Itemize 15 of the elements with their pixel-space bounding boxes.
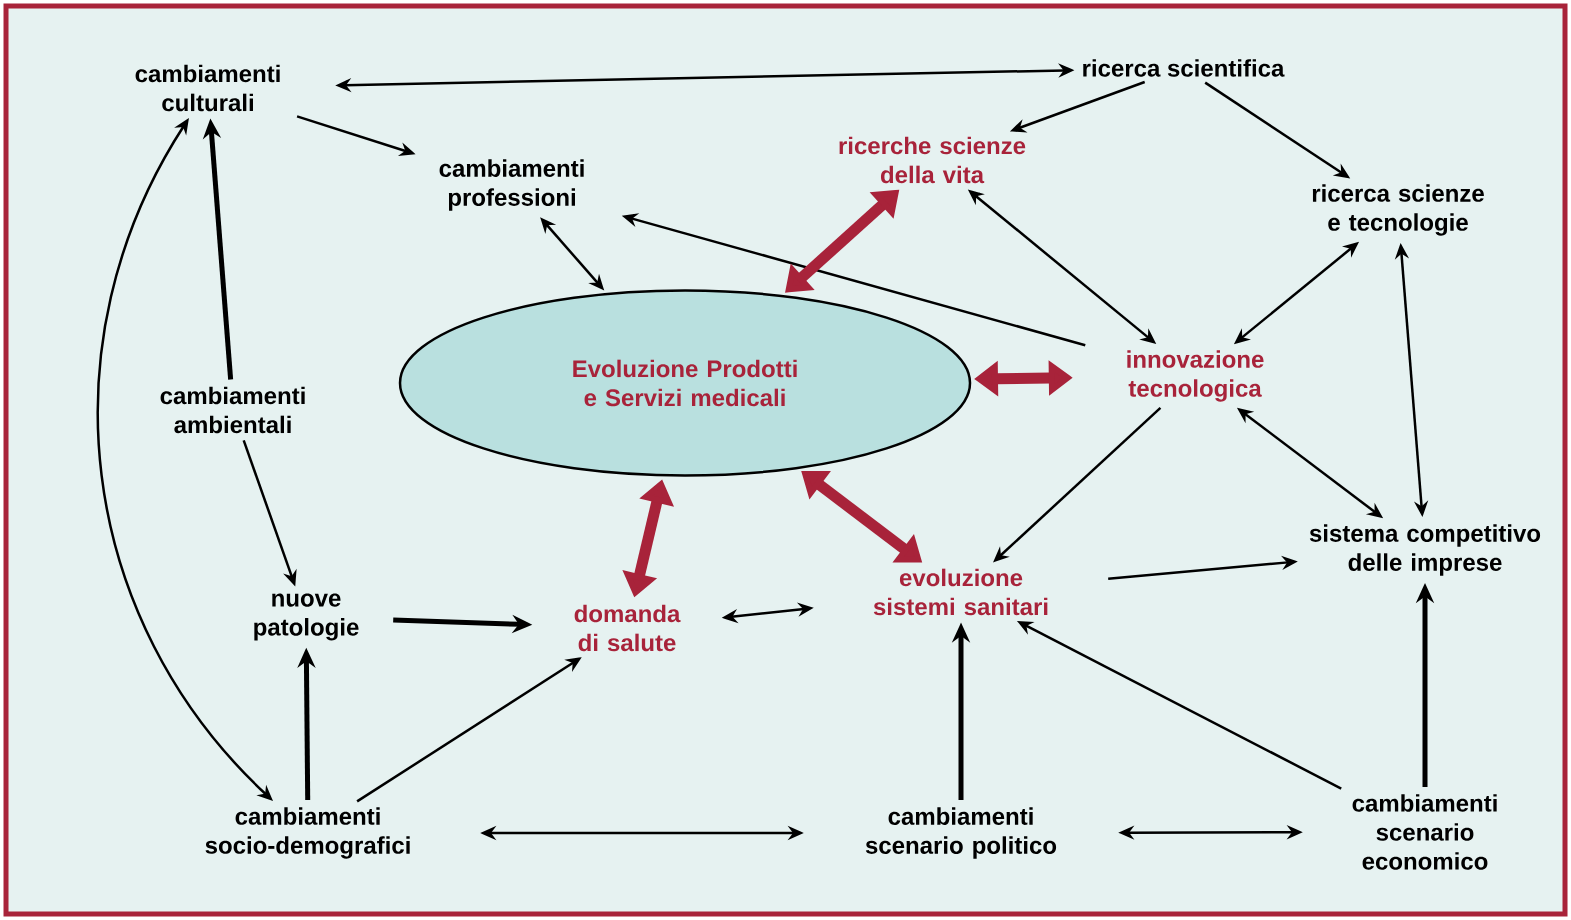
ellipse-node: Evoluzione Prodotti e Servizi medicali: [398, 289, 972, 477]
concept-label: nuove patologie: [254, 593, 359, 641]
concept-label: cambiamenti culturali: [135, 64, 280, 112]
concept-label: sistema competitivo delle imprese: [1309, 524, 1541, 576]
concept-label: evoluzione sistemi sanitari: [873, 568, 1048, 616]
concept-label: cambiamenti scenario economico: [1352, 794, 1497, 870]
concept-label: ricerca scienze e tecnologie: [1312, 184, 1484, 236]
concept-label: cambiamenti socio-demografici: [205, 807, 410, 859]
concept-label: cambiamenti professioni: [439, 159, 584, 211]
concept-label: cambiamenti scenario politico: [865, 807, 1057, 859]
concept-label: domanda di salute: [574, 604, 681, 652]
concept-label: cambiamenti ambientali: [160, 386, 305, 434]
concept-label: ricerca scientifica: [1083, 59, 1285, 77]
concept-label: innovazione tecnologica: [1127, 350, 1264, 402]
concept-label: ricerche scienze della vita: [839, 136, 1026, 184]
